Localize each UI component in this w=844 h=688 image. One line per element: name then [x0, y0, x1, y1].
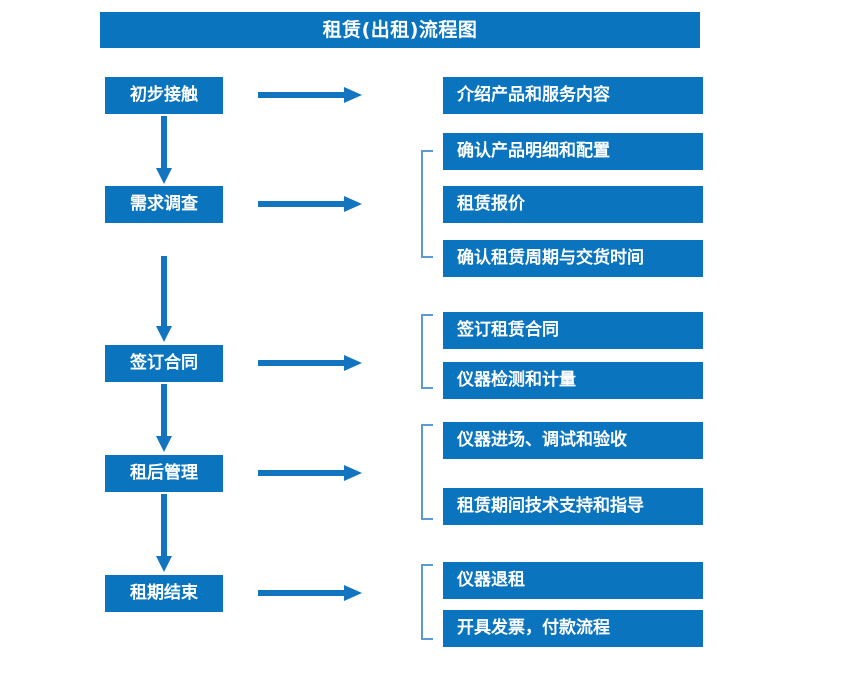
task-label-5: 签订租赁合同: [457, 320, 559, 340]
arrow-right-icon-1: [258, 86, 362, 104]
task-box-2[interactable]: 确认产品明细和配置: [443, 133, 703, 170]
stage-label-1: 初步接触: [130, 85, 198, 105]
task-box-1[interactable]: 介绍产品和服务内容: [443, 77, 703, 114]
task-label-3: 租赁报价: [457, 194, 525, 214]
stage-label-3: 签订合同: [130, 353, 198, 373]
task-label-10: 开具发票，付款流程: [457, 618, 610, 638]
group-bracket-icon-1: [421, 150, 433, 258]
stage-label-2: 需求调查: [130, 194, 198, 214]
task-label-1: 介绍产品和服务内容: [457, 85, 610, 105]
task-box-5[interactable]: 签订租赁合同: [443, 312, 703, 349]
task-label-8: 租赁期间技术支持和指导: [457, 496, 644, 516]
arrow-right-icon-2: [258, 195, 362, 213]
arrow-right-icon-5: [258, 584, 362, 602]
task-box-9[interactable]: 仪器退租: [443, 562, 703, 599]
task-box-4[interactable]: 确认租赁周期与交货时间: [443, 240, 703, 277]
task-label-2: 确认产品明细和配置: [457, 141, 610, 161]
task-label-9: 仪器退租: [457, 570, 525, 590]
task-box-7[interactable]: 仪器进场、调试和验收: [443, 422, 703, 459]
task-label-4: 确认租赁周期与交货时间: [457, 248, 644, 268]
arrow-down-icon-4: [155, 494, 173, 572]
page-title-text: 租赁(出租)流程图: [322, 18, 478, 41]
arrow-right-icon-4: [258, 464, 362, 482]
task-label-7: 仪器进场、调试和验收: [457, 430, 627, 450]
group-bracket-icon-3: [421, 424, 433, 520]
stage-label-5: 租期结束: [130, 583, 198, 603]
stage-box-2[interactable]: 需求调查: [105, 186, 223, 223]
task-box-8[interactable]: 租赁期间技术支持和指导: [443, 488, 703, 525]
arrow-down-icon-2: [155, 256, 173, 342]
stage-label-4: 租后管理: [130, 463, 198, 483]
task-label-6: 仪器检测和计量: [457, 370, 576, 390]
group-bracket-icon-4: [421, 564, 433, 640]
group-bracket-icon-2: [421, 314, 433, 389]
stage-box-4[interactable]: 租后管理: [105, 455, 223, 492]
arrow-down-icon-3: [155, 384, 173, 452]
arrow-down-icon-1: [155, 116, 173, 184]
stage-box-3[interactable]: 签订合同: [105, 345, 223, 382]
task-box-3[interactable]: 租赁报价: [443, 186, 703, 223]
stage-box-1[interactable]: 初步接触: [105, 77, 223, 114]
task-box-10[interactable]: 开具发票，付款流程: [443, 610, 703, 647]
task-box-6[interactable]: 仪器检测和计量: [443, 362, 703, 399]
stage-box-5[interactable]: 租期结束: [105, 575, 223, 612]
page-title: 租赁(出租)流程图: [100, 12, 700, 48]
arrow-right-icon-3: [258, 354, 362, 372]
